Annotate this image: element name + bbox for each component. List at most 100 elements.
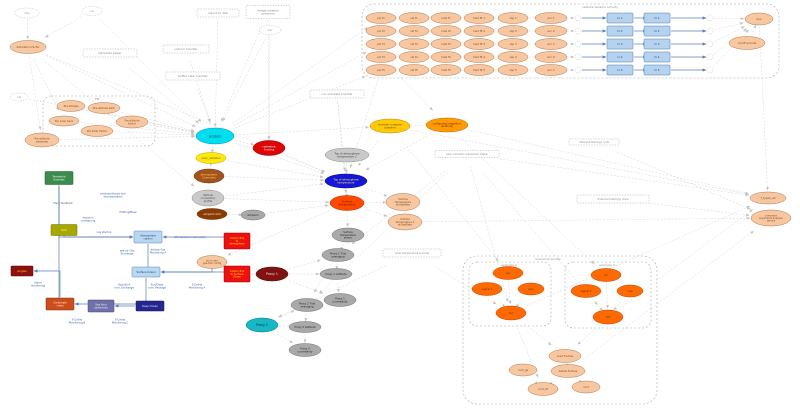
node-pre-phase: Pre Phase <box>56 100 86 112</box>
node-r3-acc: acc 3 <box>534 38 568 50</box>
node-ampsim-gui-shape <box>196 208 228 220</box>
edge-pre-solar-factor-to-probes <box>114 131 196 137</box>
edge-observed-cycle-to-command-arguments-service <box>617 151 751 210</box>
node-r4-c1 <box>574 53 582 61</box>
node-r4-med-shape <box>430 51 462 63</box>
edge-proxy-2-to-proxy-2-uncertainty <box>277 334 294 344</box>
edge-pre-altitude-back-to-probes <box>121 112 195 132</box>
node-out-1: out <box>495 305 527 321</box>
edge-save-correction-output-to-proxy-2-averaging <box>319 172 448 294</box>
node-r4-acc: acc 4 <box>534 51 568 63</box>
node-r1-c2 <box>706 14 714 22</box>
node-pre-solar-back: Pre solar back <box>48 115 80 127</box>
node-r5-cap-shape <box>497 64 529 76</box>
edge-ghost-init-to-radiative-forcing <box>267 35 271 140</box>
node-r2-c2 <box>706 27 714 35</box>
node-deep-ocean: Deep Ocean <box>135 300 165 312</box>
node-solar-radiation: solar_radiation <box>195 152 227 164</box>
node-template-paper-shape <box>82 48 138 58</box>
node-report-to-disk: report to disk <box>196 8 240 18</box>
node-r4-lo-shape <box>606 51 634 63</box>
edge-pre-solar-back-to-probes <box>80 122 195 136</box>
node-r2-pol: pol f2 <box>365 25 397 37</box>
edge-r5-c2-to-box <box>713 29 749 67</box>
node-ampsim-gui: ampsim GUI <box>196 208 228 220</box>
node-dd-shape <box>590 268 622 282</box>
edge-out-2-to-load-frames <box>577 328 596 345</box>
node-ghost-run-shape <box>81 6 103 16</box>
edge-label-0: Plant feedback <box>53 201 73 205</box>
node-r1-med: med f1 <box>430 12 462 24</box>
node-r2-c1 <box>574 27 582 35</box>
edge-proxy-1-latitude-to-proxy-1-uncertainty <box>336 282 340 293</box>
node-buffer-clear-handler-shape <box>165 71 221 81</box>
cluster-example-1-outline <box>468 261 552 327</box>
node-global-frames: Global Frames <box>550 364 586 378</box>
node-signal-2-shape <box>570 284 602 298</box>
node-pre-solar-factor: Pre Solar Factor <box>80 125 114 137</box>
node-f-types-all: f_types_all <box>749 191 787 205</box>
node-r2-med: med f2 <box>430 25 462 37</box>
edge-thermal-compare-to-f-types-all <box>411 129 749 196</box>
node-r1-c2-shape <box>706 14 714 22</box>
node-r1-medflt-shape <box>463 12 495 24</box>
node-r4-cap-shape <box>497 51 529 63</box>
edge-dd-to-out-2 <box>605 283 609 309</box>
node-out-1-shape <box>495 305 527 321</box>
node-proxy-1: Proxy 1 <box>255 266 289 282</box>
node-r3-c2-shape <box>706 40 714 48</box>
node-saturation-factor-shape <box>9 40 47 54</box>
edge-proxy-1-to-proxy-1-averaging <box>289 259 321 270</box>
node-ghost-cal-shape <box>9 92 29 102</box>
node-atmosphere-carbon-shape <box>133 230 163 244</box>
node-r2-hi-shape <box>643 25 671 37</box>
edge-on-off-encode-to-box <box>752 24 757 33</box>
node-save-correction-output-shape <box>434 150 500 158</box>
node-r5-med-shape <box>430 64 462 76</box>
node-surface-temperature-shape <box>329 195 365 211</box>
node-proxy-2-uncertainty-shape <box>288 343 322 357</box>
node-proxy-2-latitude-shape <box>288 321 322 333</box>
node-r1-cap-shape <box>497 12 529 24</box>
node-r3-med: med f3 <box>430 38 462 50</box>
node-r2-cal-shape <box>398 25 430 37</box>
node-on-off-encode-shape <box>728 36 766 50</box>
node-r4-c2-shape <box>706 53 714 61</box>
node-r1-lo: lo 1 <box>606 12 634 24</box>
node-pre-altitude-back: Pre-altitude back <box>87 102 121 114</box>
node-buffer-clear-handler: buffer clear handler <box>165 71 221 81</box>
node-r1-c1-shape <box>574 14 582 22</box>
edge-image-rotation-preserve-to-probes <box>220 26 263 122</box>
node-r3-hi-shape <box>643 38 671 50</box>
edge-label-2: Plotting/Base <box>119 210 137 214</box>
node-carbon-flux-atmosphere-shape <box>223 232 251 250</box>
node-aa-shape <box>492 266 524 280</box>
edge-r1-c2-to-box <box>714 17 745 21</box>
node-r3-pol: pol f3 <box>365 38 397 50</box>
node-r3-c2 <box>706 40 714 48</box>
node-r2-medflt: med flt 2 <box>463 25 495 37</box>
node-r2-hi: hi 2 <box>643 25 671 37</box>
node-r1-med-shape <box>430 12 462 24</box>
edge-proxy-1-to-proxy-1-uncertainty <box>289 280 324 294</box>
node-proxy-1-averaging-shape <box>321 248 355 262</box>
node-signal-1-shape <box>471 282 503 296</box>
node-proxy-1-latitude: Proxy 1 Latitude <box>319 268 353 280</box>
node-pre-solar-factor-shape <box>80 125 114 137</box>
node-ghost-init-shape <box>258 25 282 35</box>
node-env-shape <box>517 282 545 296</box>
edge-conf-ge-to-conf-dd <box>531 378 539 385</box>
node-box: box <box>744 12 774 26</box>
